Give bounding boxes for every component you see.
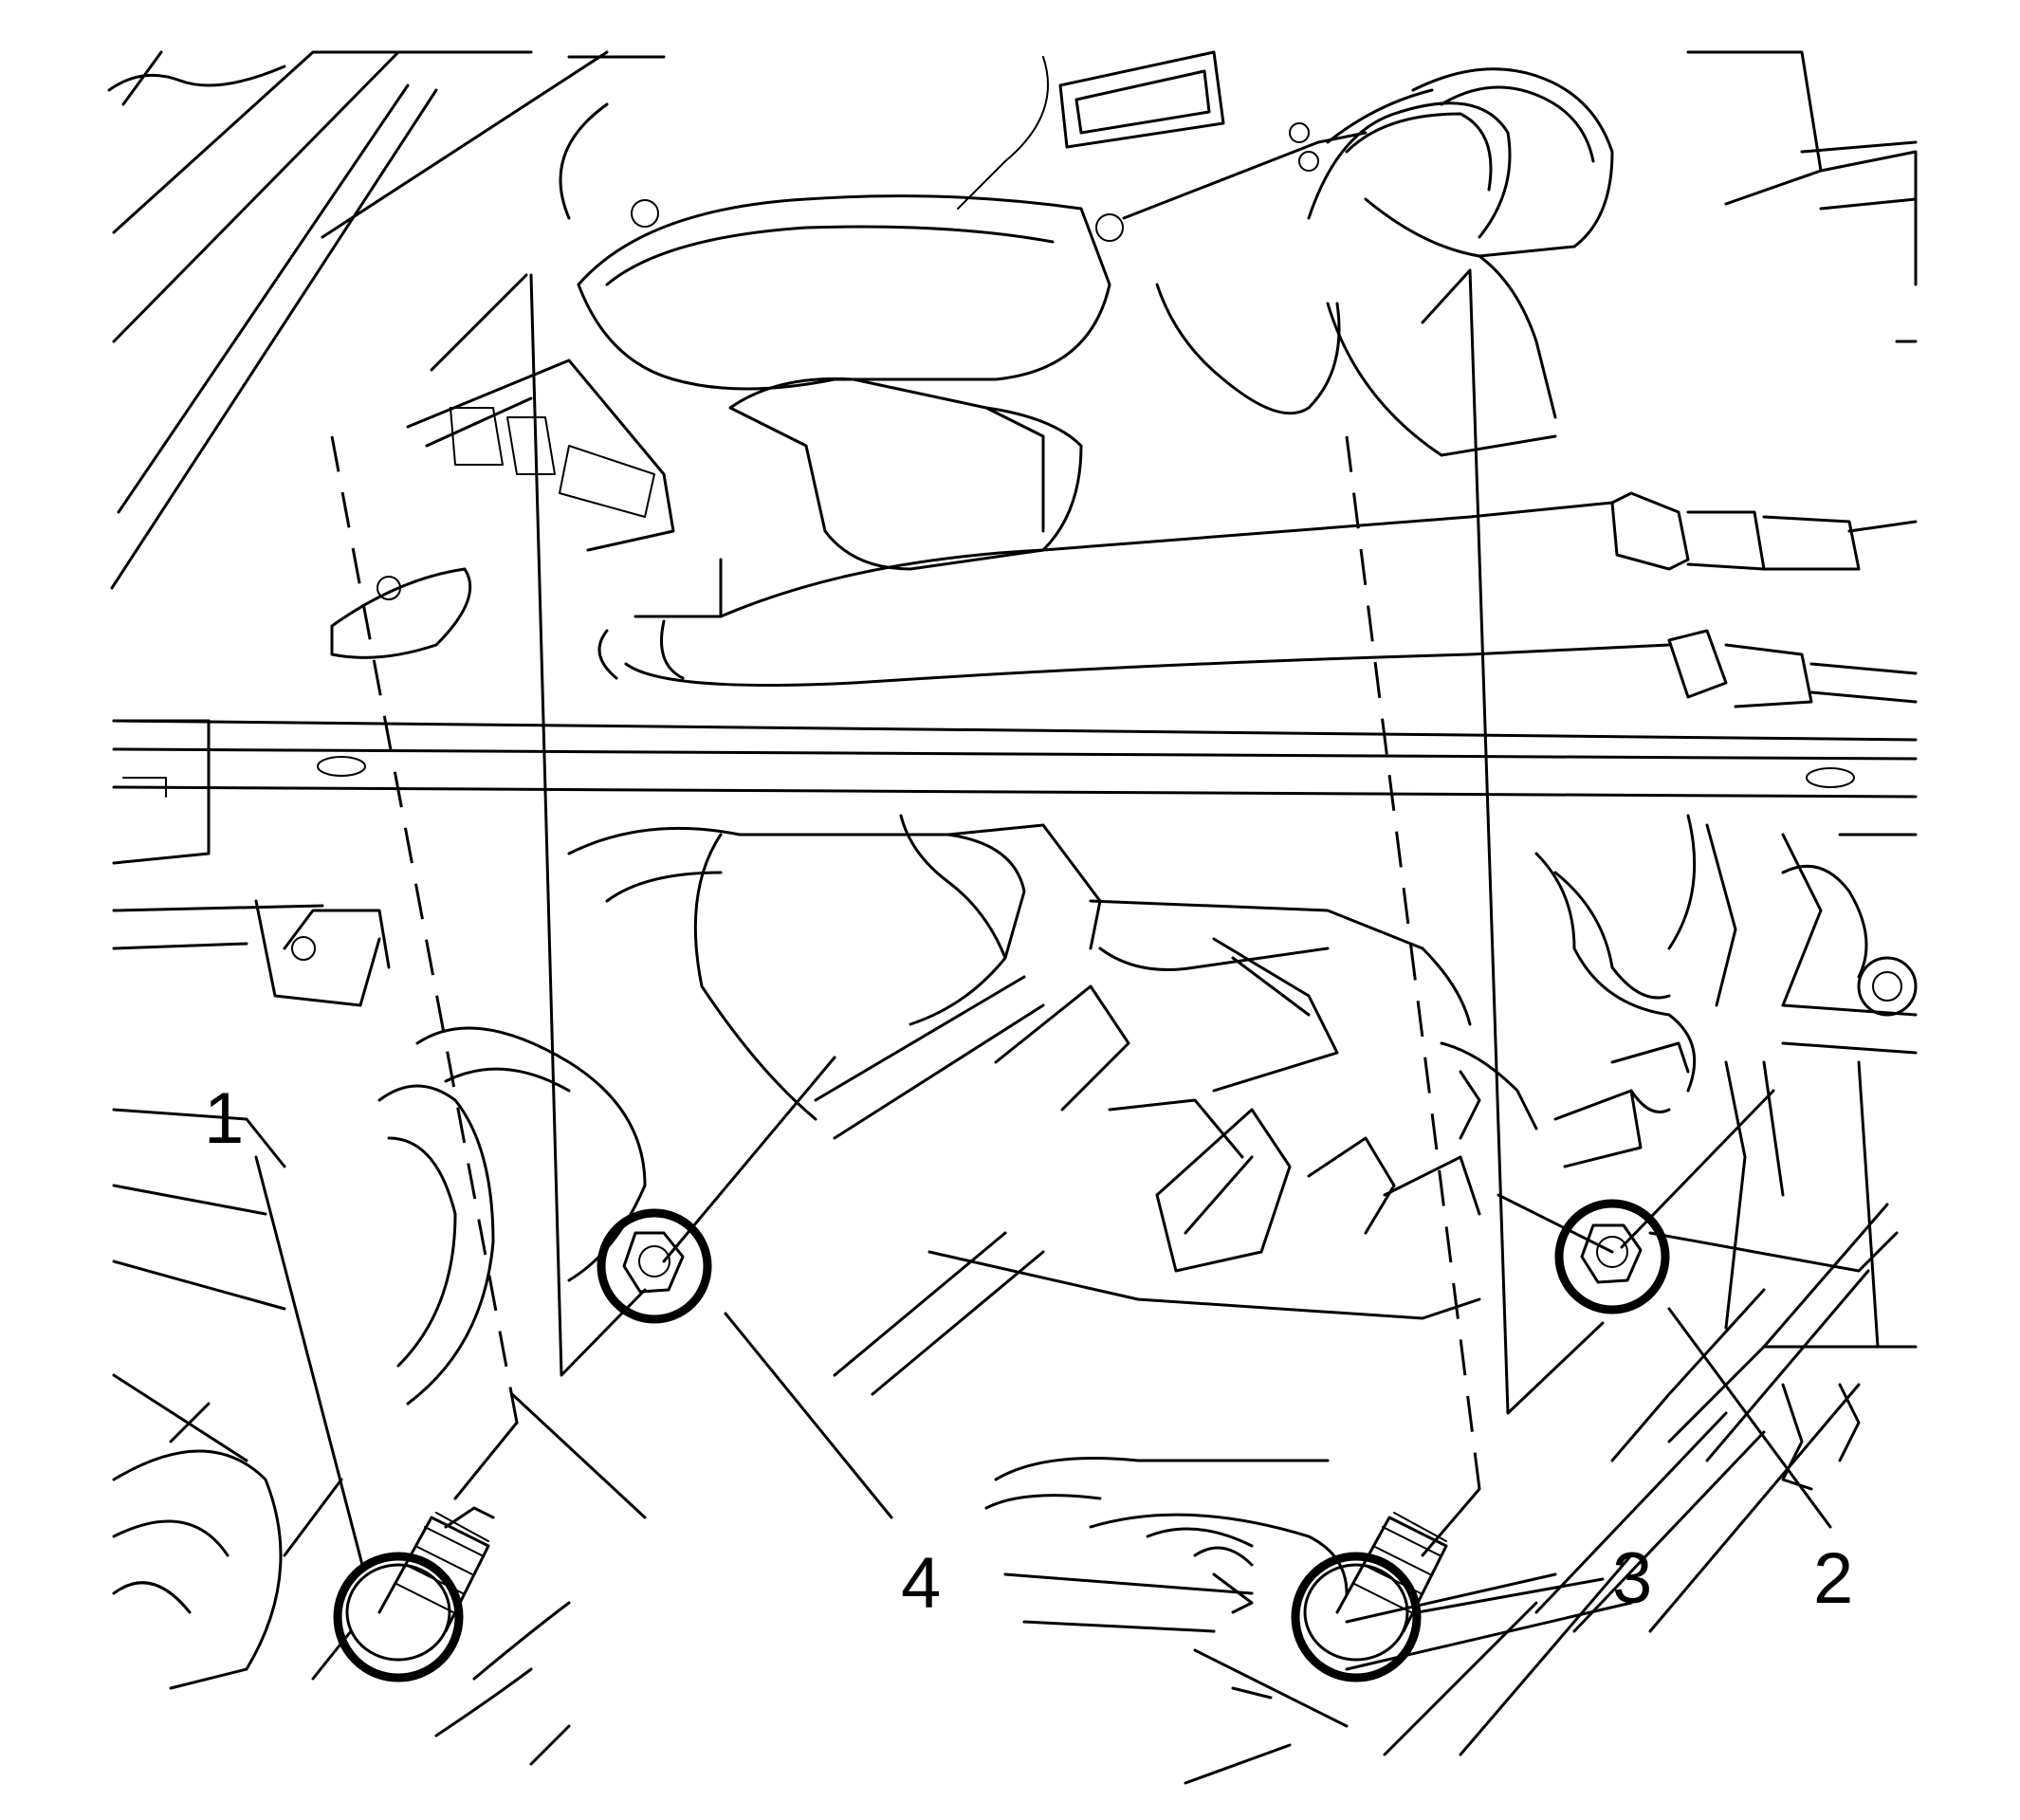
bracket-left	[330, 102, 1319, 659]
nut-2	[1554, 1089, 1775, 1314]
exhaust-pipe-upper	[577, 67, 1614, 571]
bolt-3	[1291, 1512, 1448, 1682]
callout-labels: 1 2 3 4	[204, 1078, 1853, 1624]
suspension-crossmember	[112, 814, 1918, 1785]
bolt-1	[333, 1506, 495, 1682]
leader-lines	[254, 1155, 1832, 1614]
callout-3: 3	[1612, 1538, 1652, 1619]
callout-1: 1	[204, 1078, 244, 1159]
crossmember	[112, 719, 1918, 865]
nut-4	[597, 1056, 836, 1324]
alignment-lines	[330, 268, 1605, 1557]
callout-4: 4	[901, 1543, 941, 1624]
floor-pan-lines	[107, 50, 1918, 590]
callout-2: 2	[1813, 1538, 1853, 1619]
coolant-hoses	[597, 491, 1918, 708]
